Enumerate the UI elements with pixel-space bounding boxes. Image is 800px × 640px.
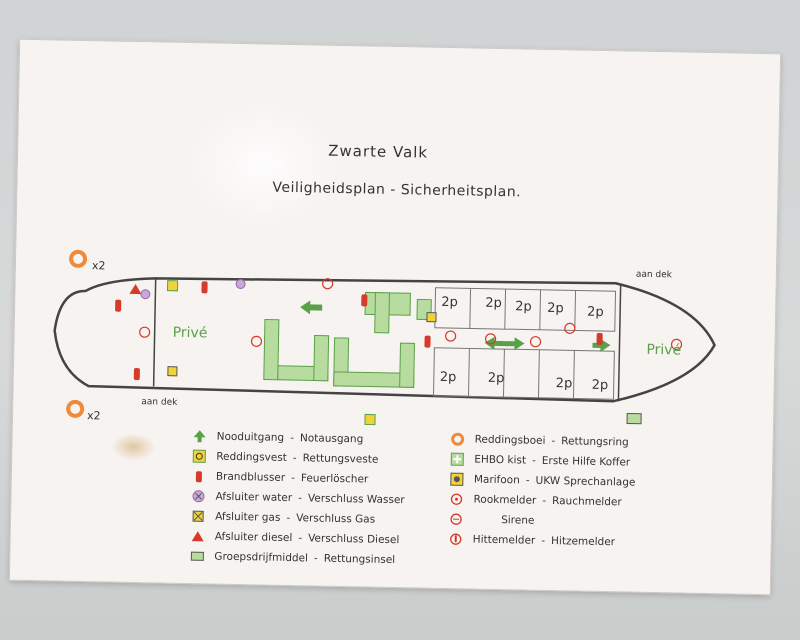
legend-item: Nooduitgang-Notausgang <box>193 429 364 446</box>
legend-item: Rookmelder-Rauchmelder <box>449 492 622 509</box>
liferaft-icon <box>190 549 204 563</box>
ship-floor-plan <box>53 249 716 426</box>
gas-valve-icon <box>167 312 437 377</box>
exit-arrow-icon <box>193 429 207 443</box>
life-vest-icon <box>166 280 376 426</box>
cabin-grid <box>432 287 617 400</box>
cabin-label: 2p <box>487 370 505 387</box>
legend-right: Reddingsboei-Rettungsring EHBO kist-Erst… <box>20 40 780 548</box>
legend-item: Reddingsvest-Rettungsveste <box>192 449 378 467</box>
legend-item: EHBO kist-Erste Hilfe Koffer <box>450 452 630 469</box>
x2-label-top: x2 <box>91 259 106 273</box>
legend-item: Brandblusser-Feuerlöscher <box>192 469 369 486</box>
x2-label-bottom: x2 <box>86 409 101 423</box>
legend-item: Afsluiter diesel-Verschluss Diesel <box>191 529 400 547</box>
aan-dek-label-bottom: aan dek <box>141 397 178 408</box>
cabin-label: 2p <box>591 377 609 394</box>
lifebuoy-icon <box>451 432 465 446</box>
prive-label-left: Privé <box>172 324 208 342</box>
legend-item: Afsluiter water-Verschluss Wasser <box>191 489 405 507</box>
legend-left: Nooduitgang-Notausgang Reddingsvest-Rett… <box>20 40 780 566</box>
legend-item: Marifoon-UKW Sprechanlage <box>450 472 636 490</box>
cabin-label: 2p <box>515 299 532 315</box>
siren-icon <box>449 512 463 526</box>
aan-dek-label-top: aan dek <box>635 269 673 281</box>
water-valve-icon <box>191 489 205 503</box>
water-valve-icon <box>140 279 246 300</box>
heat-detector-icon <box>449 532 463 546</box>
cabin-label: 2p <box>547 300 564 317</box>
legend-item: Reddingsboei-Rettungsring <box>451 432 629 449</box>
coffee-stain <box>112 433 155 461</box>
legend-item: Groepsdrijfmiddel-Rettungsinsel <box>190 549 395 567</box>
smoke-detector-icon <box>139 278 683 351</box>
radio-icon <box>450 472 464 486</box>
diesel-valve-icon <box>129 284 142 295</box>
galley-structure <box>263 291 432 388</box>
life-vest-icon <box>192 449 206 463</box>
smoke-detector-icon <box>449 492 463 506</box>
legend-item: Hittemelder-Hitzemelder <box>449 532 616 549</box>
bulkhead-left <box>152 278 157 387</box>
bulkhead-right <box>617 285 622 402</box>
liferaft-icon <box>626 412 642 425</box>
gas-valve-icon <box>191 509 205 523</box>
cabin-label: 2p <box>485 295 502 312</box>
extinguisher-icon <box>115 281 603 381</box>
legend-item: Sirene <box>449 512 535 528</box>
cabin-label: 2p <box>555 376 573 392</box>
exit-arrow-icon <box>300 300 611 352</box>
first-aid-icon <box>450 452 464 466</box>
legend-item: Afsluiter gas-Verschluss Gas <box>191 509 375 527</box>
diesel-valve-icon <box>191 529 205 543</box>
prive-label-right: Privé <box>646 341 682 359</box>
lifebuoy-icon <box>66 249 88 418</box>
safety-plan-sheet: Zwarte Valk Veiligheidsplan - Sicherheit… <box>8 38 782 596</box>
extinguisher-icon <box>192 469 206 483</box>
cabin-label: 2p <box>439 369 457 386</box>
cabin-label: 2p <box>441 294 458 311</box>
cabin-label: 2p <box>586 304 604 321</box>
